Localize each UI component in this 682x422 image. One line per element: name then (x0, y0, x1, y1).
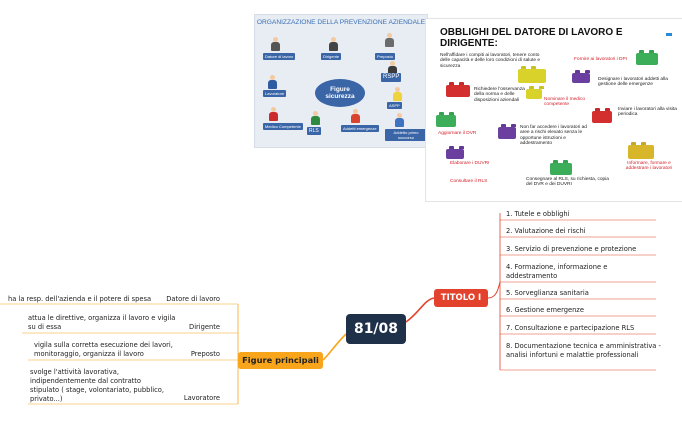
obligation-item: Inviare i lavoratori alla visita periodi… (618, 107, 677, 118)
titolo-item-6[interactable]: 6. Gestione emergenze (506, 306, 584, 314)
prevention-organization-image: ORGANIZZAZIONE DELLA PREVENZIONE AZIENDA… (254, 14, 428, 148)
role-medico: Medico Competente (263, 123, 303, 130)
titolo-item-1[interactable]: 1. Tutele e obblighi (506, 210, 570, 218)
worker-figure-icon (268, 75, 277, 89)
preposto-label[interactable]: Preposto (190, 350, 220, 358)
titolo-item-2[interactable]: 2. Valutazione dei rischi (506, 227, 586, 235)
role-primo-soccorso: Addetto primo soccorso (385, 129, 427, 141)
central-topic-81-08[interactable]: 81/08 (346, 314, 406, 344)
titolo-item-8[interactable]: 8. Documentazione tecnica e amministrati… (506, 342, 661, 359)
obligation-item: Non far accedere i lavoratori ad aree a … (520, 125, 587, 147)
employer-obligations-image: OBBLIGHI DEL DATORE DI LAVORO E DIRIGENT… (425, 18, 682, 202)
role-lavoratore: Lavoratore (263, 90, 287, 97)
lego-brick-icon (636, 53, 658, 65)
worker-figure-icon (271, 37, 280, 51)
preposto-description: vigila sulla corretta esecuzione dei lav… (34, 341, 173, 358)
worker-figure-icon (385, 33, 394, 47)
worker-figure-icon (311, 111, 320, 125)
lego-brick-icon (436, 115, 456, 127)
dirigente-description: attua le direttive, organizza il lavoro … (28, 314, 176, 331)
obligation-item: Richiedere l'osservanza della norma e de… (474, 87, 525, 103)
datore-description: ha la resp. dell'azienda e il potere di … (8, 295, 152, 303)
lego-brick-icon (526, 89, 542, 99)
obligations-title: OBBLIGHI DEL DATORE DI LAVORO E DIRIGENT… (440, 27, 623, 49)
prevention-image-title: ORGANIZZAZIONE DELLA PREVENZIONE AZIENDA… (256, 19, 426, 26)
worker-figure-icon (395, 113, 404, 127)
worker-figure-icon (329, 37, 338, 51)
lego-brick-icon (446, 85, 470, 97)
titolo-item-7[interactable]: 7. Consultazione e partecipazione RLS (506, 324, 635, 332)
lego-brick-icon (592, 111, 612, 123)
lego-brick-icon (550, 163, 572, 175)
role-aspp: ASPP (387, 102, 402, 109)
titolo-item-5[interactable]: 5. Sorveglianza sanitaria (506, 289, 589, 297)
lego-brick-icon (572, 73, 590, 83)
lavoratore-description: svolge l'attività lavorativa, indipenden… (30, 368, 165, 403)
role-dirigente: Dirigente (321, 53, 342, 60)
obligation-item: Informare, formare e addestrare i lavora… (625, 161, 673, 172)
worker-figure-icon (388, 61, 397, 75)
datore-label[interactable]: Datore di lavoro (166, 295, 220, 303)
titolo-i-node[interactable]: TITOLO I (434, 289, 488, 307)
obligation-item: Aggiornare il DVR (438, 131, 477, 136)
role-datore: Datore di lavoro (263, 53, 296, 60)
figure-principali-node[interactable]: Figure principali (238, 352, 323, 369)
lego-brick-icon (518, 69, 546, 83)
lego-brick-icon (628, 145, 654, 159)
obligation-item: Consultare il RLS (450, 179, 488, 184)
role-rls: RLS (307, 127, 321, 135)
dirigente-label[interactable]: Dirigente (189, 323, 220, 331)
obligation-item: Nell'affidare i compiti ai lavoratori, t… (440, 53, 540, 69)
lavoratore-label[interactable]: Lavoratore (183, 394, 220, 402)
title-accent-bar (666, 33, 672, 36)
titolo-item-3[interactable]: 3. Servizio di prevenzione e protezione (506, 245, 637, 253)
lego-brick-icon (498, 127, 516, 139)
obligation-item: Designare i lavoratori addetti alla gest… (598, 77, 668, 88)
worker-figure-icon (351, 109, 360, 123)
obligation-item: Fornire ai lavoratori i DPI (574, 57, 628, 62)
obligation-item: Consegnare al RLS, su richiesta, copia d… (526, 177, 609, 188)
worker-figure-icon (269, 107, 278, 121)
obligation-item: Nominare il medico competente (544, 97, 586, 108)
lego-brick-icon (446, 149, 464, 159)
role-addetti-emergenze: Addetti emergenze (341, 125, 379, 132)
role-rspp: RSPP (381, 73, 402, 82)
titolo-item-4[interactable]: 4. Formazione, informazione e addestrame… (506, 263, 608, 280)
figure-sicurezza-bubble: Figure sicurezza (315, 79, 365, 107)
role-preposto: Preposto (375, 53, 396, 60)
worker-figure-icon (393, 87, 402, 101)
obligation-item: Elaborare i DUVRI (450, 161, 490, 166)
